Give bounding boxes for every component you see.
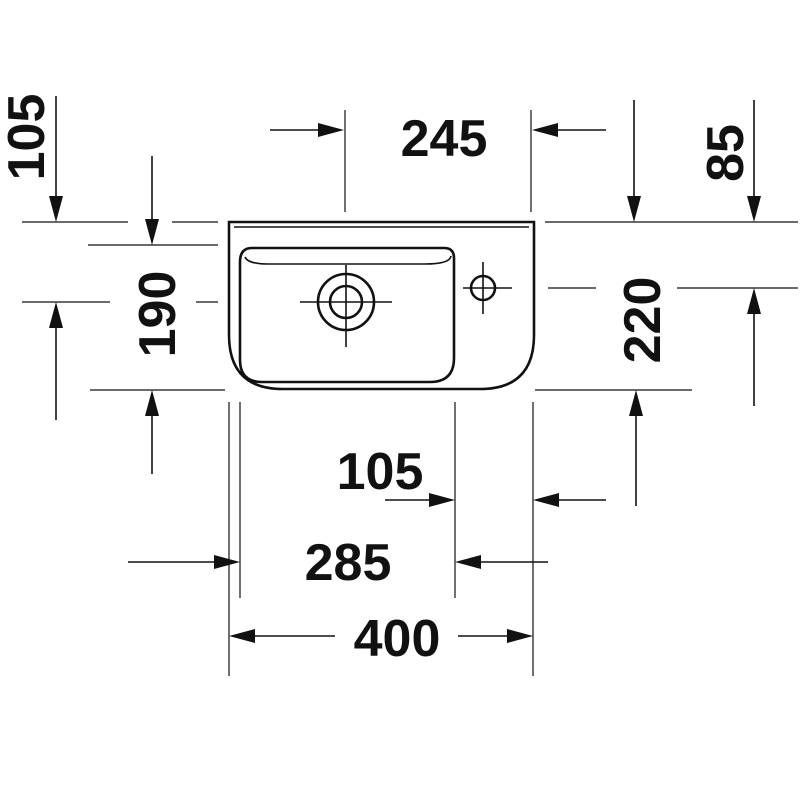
dim-label-85: 85 (697, 124, 755, 182)
dim-label-105-left: 105 (0, 94, 56, 181)
tap-hole-icon (463, 262, 512, 314)
basin-outline (227, 220, 536, 391)
dim-label-245: 245 (401, 110, 488, 168)
dimension-arrows (49, 96, 761, 643)
dim-label-285: 285 (305, 534, 392, 592)
dim-label-190: 190 (129, 271, 187, 358)
extension-lines (22, 110, 798, 676)
basin-bowl (238, 246, 456, 384)
dim-label-105-bottom: 105 (337, 443, 424, 501)
dim-label-400: 400 (354, 610, 441, 668)
dim-label-220: 220 (614, 277, 672, 364)
drain-icon (300, 265, 392, 347)
